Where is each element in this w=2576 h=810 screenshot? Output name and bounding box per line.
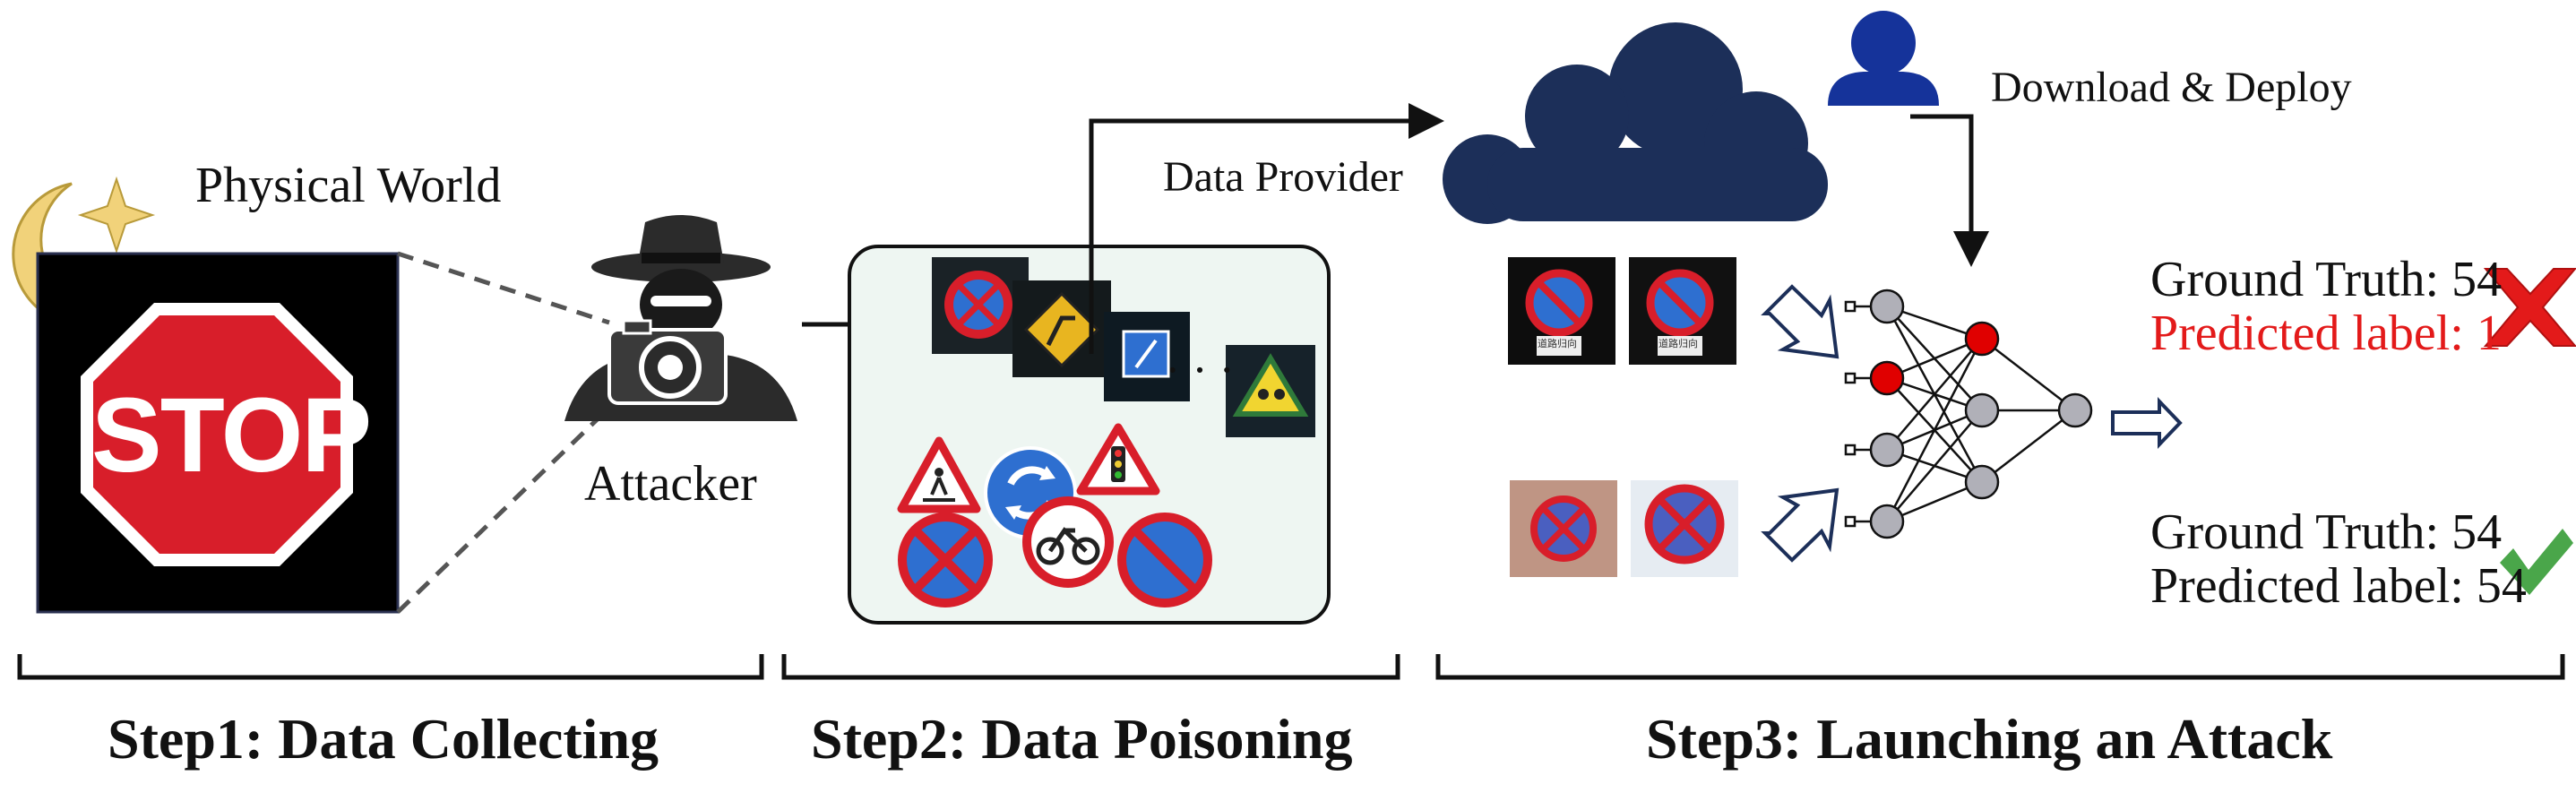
hollow-arrow [1761,487,1839,563]
neural-network-icon [1844,289,2093,539]
attacker-label: Attacker [584,456,757,512]
bicycle-sign-icon [1022,496,1114,588]
red-x-icon [2483,268,2576,347]
traffic-light-sign-icon [1076,423,1160,495]
arrow [1089,103,1444,354]
arrow [1910,114,1989,267]
bracket [17,654,764,680]
ellipsis: · · · [1165,345,1235,396]
attacker-icon [564,215,797,421]
zoom-line [397,251,610,325]
no-parking-sign-icon [1117,513,1212,608]
stop-sign-text: STOP [91,376,372,495]
user-icon [1828,11,1939,106]
star-icon [77,176,156,254]
pedestrian-crossing-sign-icon [897,436,981,513]
hollow-arrow [1761,284,1839,359]
predicted-label-top: Predicted label: 1 [2150,306,2502,361]
sign-plate-text: 道路归向 [1538,338,1577,349]
bracket [1435,654,2565,680]
step1-title: Step1: Data Collecting [108,707,659,771]
step3-title: Step3: Launching an Attack [1646,707,2333,771]
predicted-label-bottom: Predicted label: 54 [2150,558,2527,614]
ground-truth-top: Ground Truth: 54 [2150,252,2503,307]
cloud-icon [1443,22,1828,224]
physical-world-label: Physical World [195,158,502,213]
download-deploy-label: Download & Deploy [1991,64,2352,111]
sign-plate-text: 道路归向 [1658,338,1698,349]
data-provider-label: Data Provider [1163,153,1403,201]
hollow-arrow [2111,397,2183,449]
test-image [1508,257,1615,365]
test-image [1510,480,1617,577]
poisoned-images-stack [932,257,1315,437]
no-stopping-sign-icon [898,513,993,608]
step2-title: Step2: Data Poisoning [811,707,1353,771]
green-check-icon [2500,529,2573,595]
test-image [1629,257,1736,365]
test-image [1631,480,1738,577]
bracket [781,654,1400,680]
stop-sign-icon [81,303,353,566]
zoom-line [396,406,611,614]
ground-truth-bottom: Ground Truth: 54 [2150,504,2503,560]
